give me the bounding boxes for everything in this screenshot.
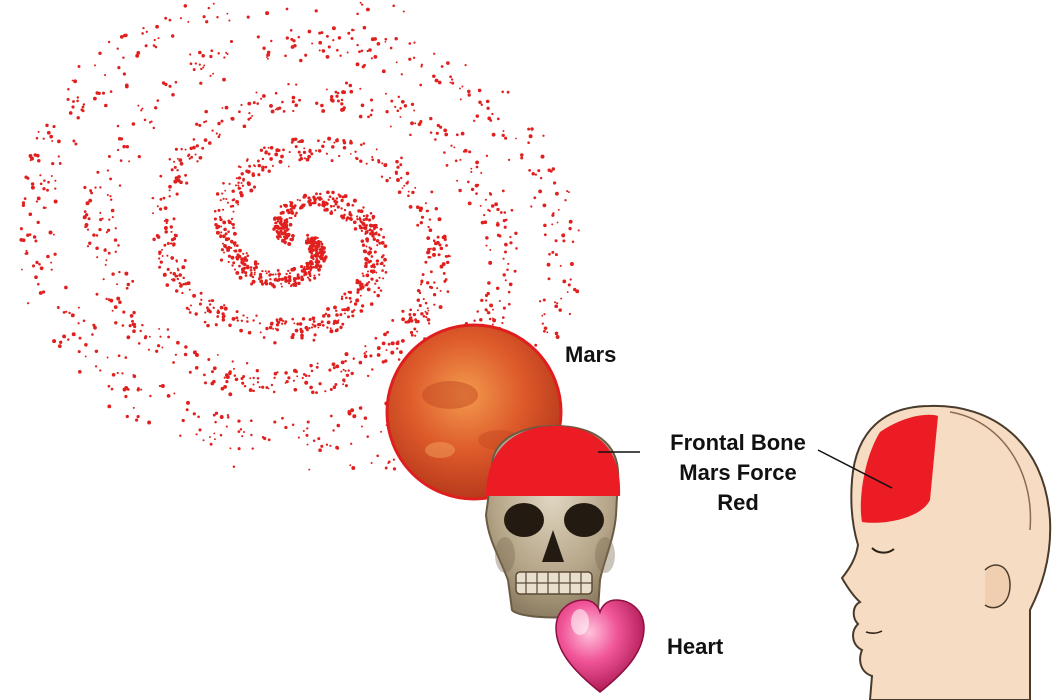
frontal-label-line-2: Mars Force: [628, 458, 848, 488]
head-profile-icon: [842, 406, 1050, 700]
frontal-label-line-1: Frontal Bone: [628, 428, 848, 458]
mars-label: Mars: [565, 340, 616, 370]
frontal-label-line-3: Red: [628, 488, 848, 518]
skull-icon: [486, 426, 620, 618]
heart-label: Heart: [667, 632, 723, 662]
frontal-bone-label: Frontal Bone Mars Force Red: [628, 428, 848, 518]
heart-icon: [556, 600, 644, 692]
